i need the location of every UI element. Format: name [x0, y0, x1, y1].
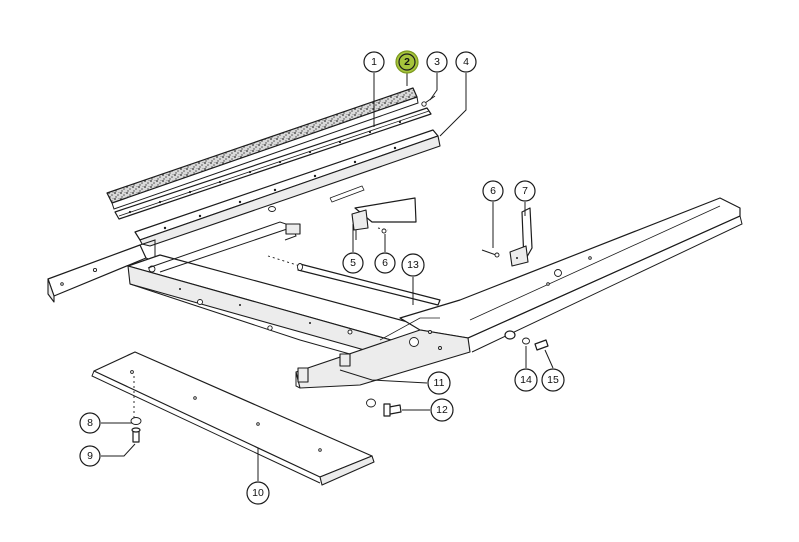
callout-12[interactable]: 12	[430, 398, 454, 422]
bottom-plate-part	[91, 351, 375, 486]
callout-2-highlighted[interactable]: 2	[395, 50, 419, 74]
left-side-member	[47, 239, 156, 303]
callout-3[interactable]: 3	[426, 51, 448, 73]
callout-label: 1	[371, 56, 377, 68]
washer-bolt-left	[130, 417, 142, 443]
small-bolt-part	[481, 249, 500, 258]
callout-6-right[interactable]: 6	[482, 180, 504, 202]
callout-label: 8	[87, 417, 93, 429]
callout-label: 3	[434, 56, 440, 68]
callout-9[interactable]: 9	[79, 445, 101, 467]
callout-label: 12	[436, 404, 448, 416]
washer-bolt-right	[504, 330, 549, 351]
callout-label: 10	[252, 487, 264, 499]
leader-lines	[101, 73, 554, 481]
callout-label: 11	[434, 377, 445, 389]
callout-label: 14	[520, 374, 532, 386]
callout-label: 15	[547, 374, 559, 386]
angle-rail-part	[134, 129, 441, 247]
callout-label: 2	[404, 56, 410, 68]
callout-7[interactable]: 7	[514, 180, 536, 202]
callout-14[interactable]: 14	[514, 368, 538, 392]
callout-5[interactable]: 5	[342, 252, 364, 274]
callout-11[interactable]: 11	[427, 371, 451, 395]
callout-15[interactable]: 15	[541, 368, 565, 392]
callout-8[interactable]: 8	[79, 412, 101, 434]
callout-label: 9	[87, 450, 93, 462]
pin-part	[421, 95, 436, 107]
callout-label: 7	[522, 185, 528, 197]
callout-label: 5	[350, 257, 356, 269]
right-main-beam	[295, 197, 743, 389]
callout-1[interactable]: 1	[363, 51, 385, 73]
callout-4[interactable]: 4	[455, 51, 477, 73]
small-bolt-part-2	[377, 227, 389, 234]
latch-plate-part	[509, 207, 533, 267]
hinge-strip-part	[114, 107, 432, 220]
callout-label: 4	[463, 56, 469, 68]
front-cross-beam	[127, 254, 431, 369]
washer-bolt-bottom	[366, 398, 402, 417]
callout-label: 6	[490, 185, 496, 197]
callout-10[interactable]: 10	[246, 481, 270, 505]
callout-13[interactable]: 13	[401, 253, 425, 277]
abrasive-strip-part	[106, 87, 419, 210]
rear-cross-member	[147, 221, 301, 273]
callout-6-middle[interactable]: 6	[374, 252, 396, 274]
callout-label: 6	[382, 257, 388, 269]
callout-label: 13	[407, 259, 419, 271]
mounting-bracket-part	[351, 197, 417, 240]
tie-rod-part	[267, 255, 441, 306]
